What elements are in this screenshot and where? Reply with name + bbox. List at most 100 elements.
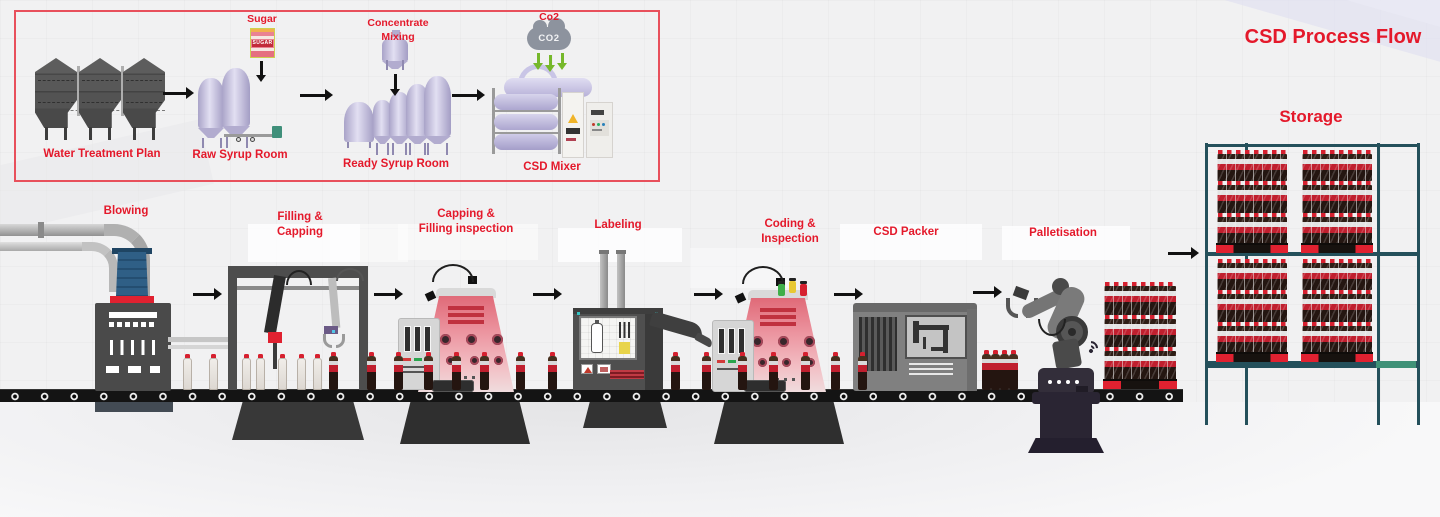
bottle-body (831, 356, 840, 390)
bottle-cap (258, 354, 263, 358)
bottle (858, 352, 867, 390)
tank-cone (389, 136, 410, 144)
tank-leg (387, 143, 389, 155)
bottle-body (183, 358, 192, 390)
pallet-caps (1218, 290, 1286, 296)
pallet-row (1302, 321, 1372, 353)
bottle-body (1009, 354, 1018, 390)
pallet-bottles (1217, 325, 1287, 353)
bottle-body (313, 358, 322, 390)
bottle (671, 352, 680, 390)
station-label-blowing: Blowing (103, 205, 149, 217)
pallet-row (1217, 290, 1287, 322)
bottle-cap (396, 352, 401, 356)
tank-cone (424, 136, 451, 144)
pallet-caps (1105, 314, 1175, 320)
pallet-row (1302, 290, 1372, 322)
arrow-right-icon (452, 89, 485, 101)
pallet-bottles (1302, 325, 1372, 353)
pallet-caps (1105, 347, 1175, 353)
bottle-cap (331, 352, 336, 356)
decor (126, 102, 162, 103)
bottle-cap (550, 352, 555, 356)
arrow-down-icon (390, 74, 400, 96)
bottle (831, 352, 840, 390)
bottle (769, 352, 778, 390)
csd-mixer-label: CSD Mixer (523, 161, 581, 173)
bottle (702, 352, 711, 390)
co2-arrow-down-icon (557, 53, 567, 70)
pallet-row (1104, 282, 1176, 315)
syrup-tank-icon (406, 84, 429, 136)
tank-leg (376, 143, 378, 155)
bottle-cap (1011, 350, 1016, 354)
bottle (452, 352, 461, 390)
bottle-body (671, 356, 680, 390)
tank-leg (446, 143, 448, 155)
sugar-sack-text: SUGAR (252, 40, 273, 47)
concentrate-mixing-label: Concentrate Mixing (367, 17, 429, 43)
page-title: CSD Process Flow (1244, 26, 1422, 48)
sugar-label: Sugar (247, 13, 277, 25)
arrow-down-icon (256, 61, 266, 82)
pallet-caps (1218, 150, 1286, 155)
pallet-feet (1103, 379, 1177, 389)
bottle-cap (315, 354, 320, 358)
bottle (278, 354, 287, 390)
bottle-cap (211, 354, 216, 358)
csd-packer-machine (853, 303, 977, 391)
bottle-body (209, 358, 218, 390)
capping-inspection-base (400, 402, 530, 444)
bottle-cap (993, 350, 998, 354)
silo-leg (152, 127, 155, 140)
bottle-body (858, 356, 867, 390)
bottle-cap (454, 352, 459, 356)
filling-capping-base (232, 402, 364, 440)
pallet-bottles (1302, 263, 1372, 291)
bottle-cap (482, 352, 487, 356)
pallet-row (1302, 212, 1372, 244)
bottle (367, 352, 376, 390)
silo-leg (45, 127, 48, 140)
silo-leg (108, 127, 111, 140)
bottle-body (548, 356, 557, 390)
concentrate-tank (382, 37, 408, 61)
wall-panel (840, 224, 982, 260)
pallet-bottles (1302, 154, 1372, 182)
silo-icon (123, 58, 165, 128)
arrow-right-icon (694, 288, 723, 300)
bottle (242, 354, 251, 390)
syrup-tank-icon (373, 100, 392, 136)
station-label-capping-inspection: Capping &Filling inspection (418, 208, 514, 235)
bottle-body (991, 354, 1000, 390)
bottle-body (394, 356, 403, 390)
syrup-tank-icon (389, 92, 410, 136)
ready-syrup-room-illustration (344, 76, 454, 155)
arrow-right-icon (300, 89, 333, 101)
wall-panel (1002, 226, 1130, 260)
raw-syrup-room-illustration (196, 62, 292, 148)
co2-arrow-down-icon (545, 55, 555, 72)
coding-inspection-machine (712, 260, 852, 392)
pallet-row (1302, 259, 1372, 291)
bottle-pallet (1103, 282, 1177, 389)
decor (38, 102, 74, 103)
bottle-body (738, 356, 747, 390)
pallet-bottles (1104, 286, 1176, 315)
blowing-machine (0, 222, 230, 402)
decor (38, 80, 74, 81)
bottle-pallet (1216, 259, 1288, 362)
bottle-cap (1002, 350, 1007, 354)
bottle-body (1000, 354, 1009, 390)
csd-mixer-machine (492, 64, 614, 158)
tank-cone (373, 136, 392, 144)
tank-leg (347, 142, 349, 148)
bottle-cap (704, 352, 709, 356)
bottle (801, 352, 810, 390)
capping-inspection-machine (398, 260, 538, 392)
station-label-csd-packer: CSD Packer (873, 226, 939, 238)
pallet-bottles (1104, 318, 1176, 348)
arrow-right-icon (973, 286, 1002, 298)
bottle-body (256, 358, 265, 390)
pallet-row (1217, 150, 1287, 182)
